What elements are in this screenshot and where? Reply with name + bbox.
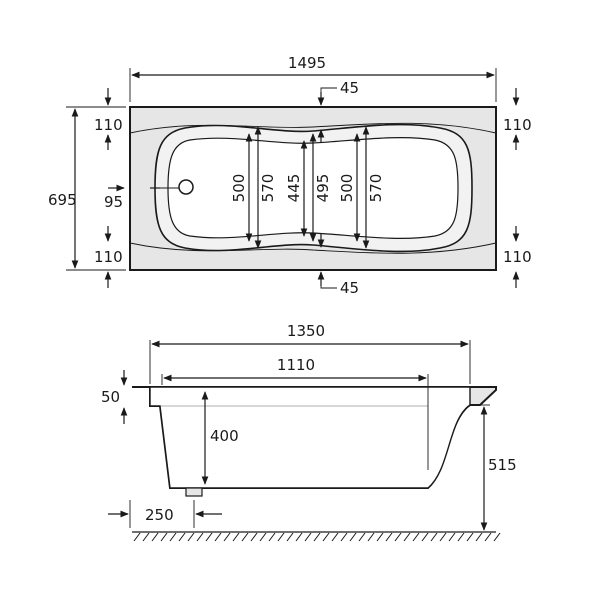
dim-inner-width-4: 500 (338, 174, 356, 203)
dim-foot-offset: 250 (145, 506, 174, 524)
drain-icon (178, 179, 194, 195)
dim-depth: 400 (210, 427, 239, 445)
dim-overall-length: 1495 (288, 54, 326, 72)
dim-outer-length: 1350 (287, 322, 325, 340)
floor-hatch-line (313, 532, 321, 542)
floor-hatch-line (205, 532, 213, 542)
dim-overall-width: 695 (48, 191, 77, 209)
floor-hatch-line (358, 532, 366, 542)
floor-hatch-line (277, 532, 285, 542)
floor-hatch-line (367, 532, 375, 542)
dim-inner-width-1: 570 (259, 174, 277, 203)
floor-hatch-line (187, 532, 195, 542)
floor-hatch-line (304, 532, 312, 542)
floor-hatch-line (376, 532, 384, 542)
dim-rim-right-top: 110 (503, 116, 532, 134)
dim-drain-offset: 95 (104, 193, 123, 211)
dim-rim-thickness: 50 (101, 388, 120, 406)
floor-hatch-line (286, 532, 294, 542)
floor-hatch-line (250, 532, 258, 542)
floor-hatch-line (493, 532, 501, 542)
floor-hatch-line (214, 532, 222, 542)
floor-hatch-line (178, 532, 186, 542)
dim-inner-width-3: 495 (314, 174, 332, 203)
floor-hatch-line (394, 532, 402, 542)
dim-rim-left-bottom: 110 (94, 248, 123, 266)
dim-rim-top: 45 (340, 79, 359, 97)
top-view-rim-curve-bottom (129, 242, 497, 254)
dim-rim-right-bottom: 110 (503, 248, 532, 266)
floor-hatch-line (151, 532, 159, 542)
dim-inner-width-5: 570 (367, 174, 385, 203)
side-view-inner-wall (149, 386, 471, 489)
floor-hatch-line (475, 532, 483, 542)
dim-total-height: 515 (488, 456, 517, 474)
floor-hatch-line (430, 532, 438, 542)
floor-hatching (133, 532, 501, 542)
floor-hatch-line (133, 532, 141, 542)
side-view-foot (185, 487, 203, 497)
floor-hatch-line (241, 532, 249, 542)
floor-hatch-line (412, 532, 420, 542)
floor-hatch-line (448, 532, 456, 542)
dim-inner-length: 1110 (277, 356, 315, 374)
floor-hatch-line (232, 532, 240, 542)
floor-hatch-line (484, 532, 492, 542)
dim-inner-width-0: 500 (230, 174, 248, 203)
floor-hatch-line (466, 532, 474, 542)
floor-hatch-line (349, 532, 357, 542)
floor-hatch-line (331, 532, 339, 542)
floor-hatch-line (385, 532, 393, 542)
floor-hatch-line (223, 532, 231, 542)
floor-hatch-line (295, 532, 303, 542)
floor-hatch-line (340, 532, 348, 542)
dim-rim-left-top: 110 (94, 116, 123, 134)
top-view-rim-curve-top (129, 122, 497, 134)
floor-hatch-line (322, 532, 330, 542)
floor-hatch-line (259, 532, 267, 542)
top-view: 1495 695 110 110 110 110 45 45 (48, 54, 532, 297)
floor-hatch-line (421, 532, 429, 542)
floor-hatch-line (439, 532, 447, 542)
floor-hatch-line (169, 532, 177, 542)
floor-hatch-line (403, 532, 411, 542)
side-view: 1350 1110 50 400 515 250 (101, 322, 517, 542)
floor-hatch-line (457, 532, 465, 542)
dim-rim-bottom: 45 (340, 279, 359, 297)
floor-hatch-line (142, 532, 150, 542)
floor-hatch-line (160, 532, 168, 542)
dim-inner-width-2: 445 (285, 174, 303, 203)
floor-hatch-line (196, 532, 204, 542)
floor-hatch-line (268, 532, 276, 542)
